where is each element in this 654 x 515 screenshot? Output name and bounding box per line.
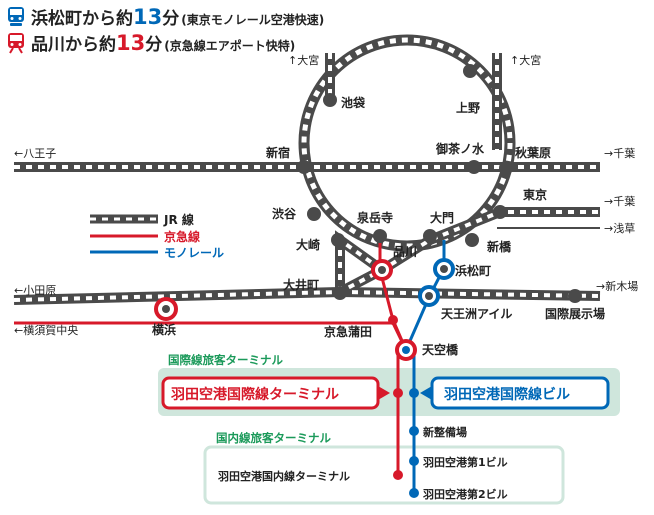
label-shin-seibijo: 新整備場 bbox=[423, 425, 467, 439]
station-osaki-dot bbox=[331, 233, 345, 247]
label-kokusai-tenjijo: 国際展示場 bbox=[545, 306, 605, 321]
station-intl-building-dot bbox=[409, 388, 419, 398]
station-tokyo-dot bbox=[493, 205, 507, 219]
label-shinagawa: 品川 bbox=[393, 245, 417, 259]
direction-chiba-2: →千葉 bbox=[604, 194, 635, 208]
label-ikebukuro: 池袋 bbox=[341, 95, 366, 110]
station-hamamatsucho-core bbox=[440, 265, 448, 273]
monorail-minutes: 13 bbox=[133, 5, 163, 29]
station-intl-terminal-keikyu-dot bbox=[393, 388, 403, 398]
station-oimachi-dot bbox=[333, 286, 347, 300]
station-labels: 池袋 上野 新宿 御茶ノ水 秋葉原 東京 渋谷 泉岳寺 大門 大崎 品川 新橋 … bbox=[152, 95, 605, 501]
station-tennozu-core bbox=[425, 292, 433, 300]
label-ueno: 上野 bbox=[456, 100, 480, 115]
station-ikebukuro-dot bbox=[323, 93, 337, 107]
keikyu-minutes-unit: 分 bbox=[145, 35, 163, 55]
label-osaki: 大崎 bbox=[296, 237, 320, 252]
label-shimbashi: 新橋 bbox=[487, 239, 512, 254]
keikyu-train-icon bbox=[8, 32, 24, 54]
monorail-from-text: 浜松町から約 bbox=[31, 9, 133, 29]
label-keikyu-kamata: 京急蒲田 bbox=[324, 324, 372, 339]
label-daimon: 大門 bbox=[430, 210, 454, 225]
keikyu-line bbox=[14, 235, 408, 478]
direction-omiya-left: ↑大宮 bbox=[288, 53, 319, 67]
station-shinjuku-dot bbox=[297, 160, 311, 174]
direction-asakusa: →浅草 bbox=[604, 222, 635, 235]
keikyu-time-header: 品川から約 13 分 (京急線エアポート快特) bbox=[6, 30, 295, 55]
domestic-zone-label: 国内線旅客ターミナル bbox=[216, 431, 331, 445]
legend-monorail-label: モノレール bbox=[164, 246, 224, 260]
station-markers bbox=[154, 64, 582, 498]
legend: JR 線 京急線 モノレール bbox=[90, 212, 224, 260]
label-ochanomizu: 御茶ノ水 bbox=[435, 141, 485, 156]
station-shibuya-dot bbox=[307, 207, 321, 221]
direction-shinkiba: →新木場 bbox=[596, 279, 638, 293]
label-t1: 羽田空港第1ビル bbox=[423, 455, 508, 469]
monorail-train-icon bbox=[8, 6, 24, 26]
station-shin-seibijo-dot bbox=[409, 426, 419, 436]
keikyu-from-text: 品川から約 bbox=[31, 35, 116, 55]
intl-building-pointer bbox=[420, 386, 432, 400]
international-zone-label: 国際線旅客ターミナル bbox=[168, 353, 283, 367]
label-shibuya: 渋谷 bbox=[272, 206, 297, 221]
intl-terminal-pointer bbox=[378, 386, 390, 400]
label-akihabara: 秋葉原 bbox=[515, 145, 551, 160]
direction-odawara: ←小田原 bbox=[14, 284, 56, 297]
label-intl-terminal: 羽田空港国際線ターミナル bbox=[171, 386, 339, 403]
monorail-line-name: (東京モノレール空港快速) bbox=[181, 13, 325, 27]
direction-yokosuka: ←横須賀中央 bbox=[14, 323, 78, 337]
direction-hachioji: ←八王子 bbox=[14, 147, 56, 160]
station-tenkubashi-core bbox=[402, 346, 410, 354]
label-tennozu: 天王洲アイル bbox=[441, 307, 512, 321]
direction-labels: ↑大宮 ↑大宮 ←八王子 →千葉 →千葉 →浅草 ←小田原 →新木場 ←横須賀中… bbox=[14, 53, 638, 337]
label-t2: 羽田空港第2ビル bbox=[423, 487, 508, 501]
monorail-time-header: 浜松町から約 13 分 (東京モノレール空港快速) bbox=[6, 4, 324, 29]
label-yokohama: 横浜 bbox=[152, 322, 176, 337]
label-intl-building: 羽田空港国際線ビル bbox=[444, 386, 570, 403]
label-domestic-terminal: 羽田空港国内線ターミナル bbox=[218, 469, 350, 483]
monorail-line bbox=[404, 240, 446, 494]
label-sengakuji: 泉岳寺 bbox=[357, 210, 393, 225]
yamanote-loop-dash bbox=[301, 37, 513, 249]
domestic-zone bbox=[203, 445, 565, 505]
station-shimbashi-dot bbox=[465, 233, 479, 247]
station-t1-dot bbox=[409, 456, 419, 466]
label-oimachi: 大井町 bbox=[283, 277, 319, 292]
monorail-minutes-unit: 分 bbox=[162, 9, 180, 29]
station-akihabara-dot bbox=[499, 161, 513, 175]
legend-jr-label: JR 線 bbox=[163, 212, 194, 227]
label-shinjuku: 新宿 bbox=[266, 145, 290, 160]
station-yokohama-core bbox=[162, 305, 170, 313]
station-ochanomizu-dot bbox=[467, 160, 481, 174]
keikyu-minutes: 13 bbox=[116, 31, 146, 55]
direction-omiya-right: ↑大宮 bbox=[510, 53, 541, 67]
station-t2-dot bbox=[409, 488, 419, 498]
station-domestic-terminal-dot bbox=[393, 470, 403, 480]
station-daimon-dot bbox=[423, 229, 437, 243]
station-kokusai-tenjijo-dot bbox=[568, 289, 582, 303]
station-shinagawa-core bbox=[378, 266, 386, 274]
label-hamamatsucho: 浜松町 bbox=[455, 263, 491, 278]
station-sengakuji-dot bbox=[373, 229, 387, 243]
label-tenkubashi: 天空橋 bbox=[422, 342, 459, 357]
station-keikyu-kamata-dot bbox=[388, 315, 398, 325]
station-ueno-dot bbox=[463, 64, 477, 78]
legend-keikyu-label: 京急線 bbox=[164, 229, 200, 244]
direction-chiba-1: →千葉 bbox=[604, 146, 635, 160]
keikyu-line-name: (京急線エアポート快特) bbox=[164, 39, 296, 53]
label-tokyo: 東京 bbox=[523, 187, 547, 202]
